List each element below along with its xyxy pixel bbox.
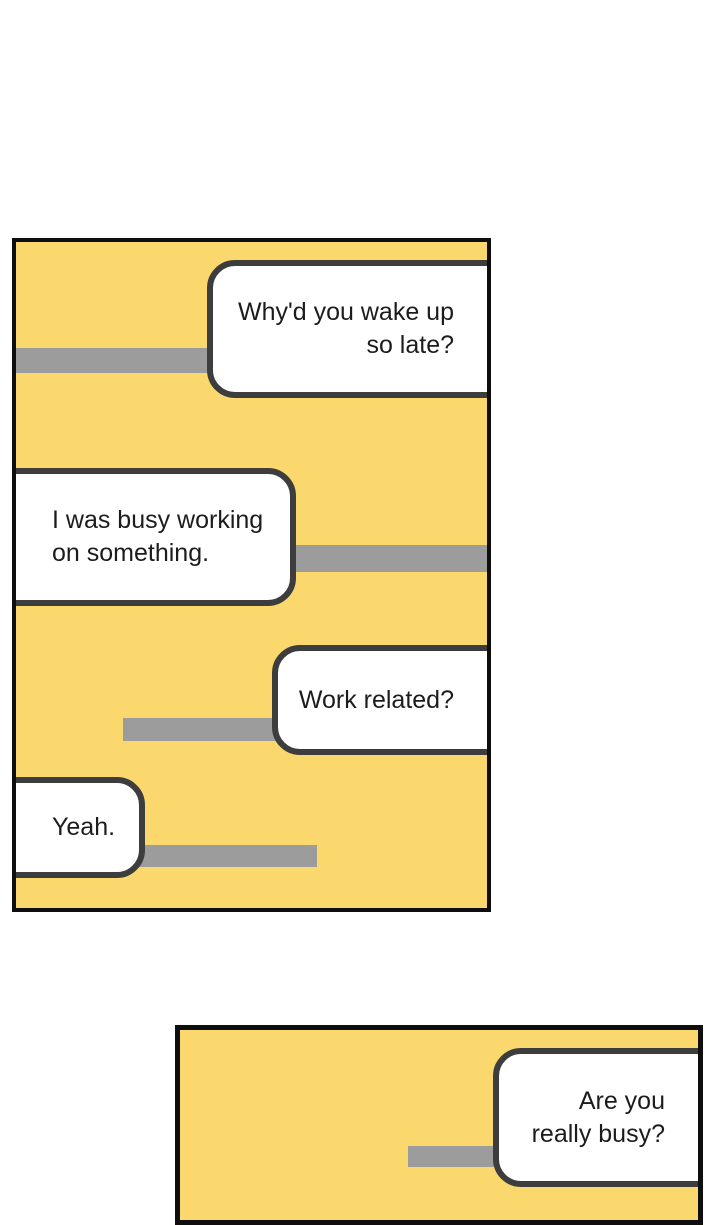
chat-connector-bar — [123, 718, 289, 741]
bubble-text-line: Work related? — [298, 685, 454, 714]
chat-connector-bar — [408, 1146, 500, 1167]
chat-connector-bar — [286, 545, 487, 572]
chat-connector-bar — [136, 845, 317, 867]
comic-panel-top: Why'd you wake up so late? I was busy wo… — [12, 238, 491, 912]
speech-bubble-outgoing: Work related? — [272, 645, 487, 755]
bubble-text-line: Why'd you wake up — [238, 298, 454, 326]
chat-connector-bar — [16, 348, 212, 373]
comic-panel-bottom: Are you really busy? — [175, 1025, 703, 1225]
speech-bubble-outgoing: Are you really busy? — [493, 1048, 698, 1187]
speech-bubble-incoming: I was busy working on something. — [16, 468, 296, 606]
speech-bubble-incoming: Yeah. — [16, 777, 145, 878]
bubble-text-line: so late? — [366, 331, 454, 359]
bubble-text-line: really busy? — [531, 1119, 665, 1148]
bubble-text-line: Yeah. — [52, 813, 116, 841]
bubble-text-line: I was busy working — [52, 506, 264, 534]
bubble-text-line: on something. — [52, 539, 210, 567]
speech-bubble-outgoing: Why'd you wake up so late? — [207, 260, 487, 398]
bubble-text-line: Are you — [578, 1086, 665, 1115]
